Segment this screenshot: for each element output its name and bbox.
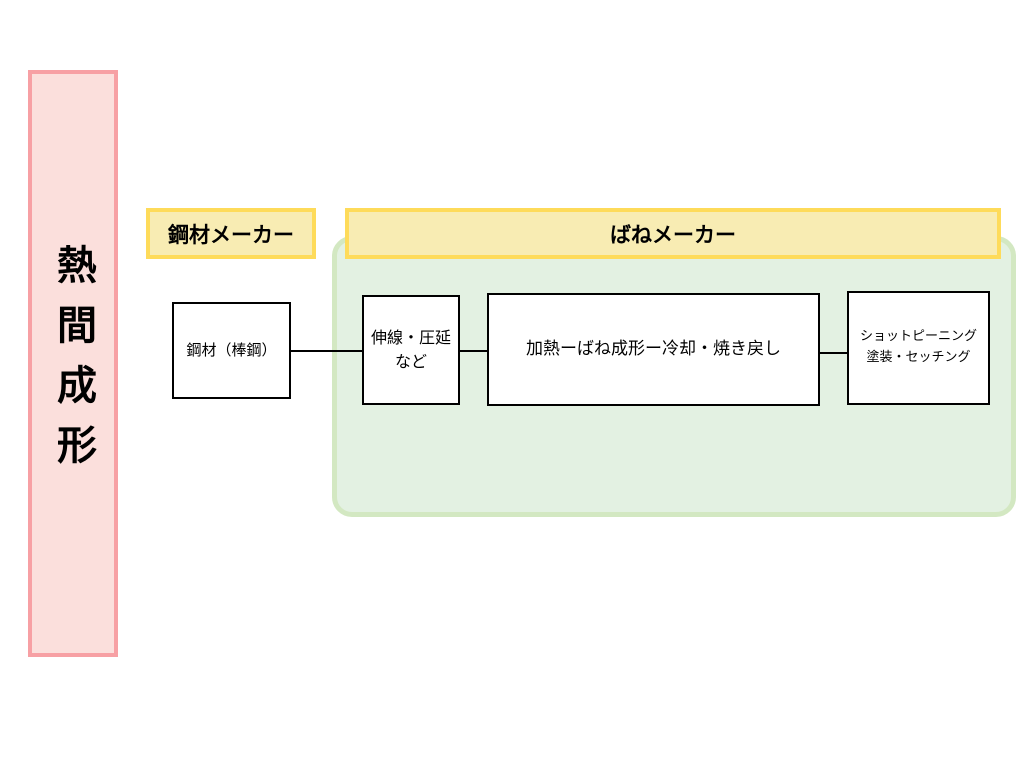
drawing-rolling-label: 伸線・圧延 <box>370 328 451 347</box>
process-category-text: 熱間成形 <box>50 243 96 484</box>
steel-material-label: 鋼材（棒鋼） <box>186 341 277 360</box>
spring-maker-header-text: ばねメーカー <box>610 222 736 247</box>
drawing-rolling-sublabel: など <box>394 352 427 371</box>
connector-steel-to-drawing <box>291 350 362 352</box>
steel-material-box: 鋼材（棒鋼） <box>172 302 291 399</box>
heating-forming-label: 加熱ーばね成形ー冷却・焼き戻し <box>526 338 781 359</box>
process-category-label: 熱間成形 <box>28 70 118 657</box>
spring-maker-header: ばねメーカー <box>345 208 1001 259</box>
drawing-rolling-box: 伸線・圧延 など <box>362 295 460 405</box>
steel-maker-header-text: 鋼材メーカー <box>168 222 294 247</box>
heating-forming-box: 加熱ーばね成形ー冷却・焼き戻し <box>487 293 820 406</box>
connector-heating-to-finishing <box>820 352 847 354</box>
steel-maker-header: 鋼材メーカー <box>146 208 316 259</box>
connector-drawing-to-heating <box>460 350 487 352</box>
shot-peening-label: ショットピーニング <box>859 329 977 345</box>
coating-setting-label: 塗装・セッチング <box>866 350 971 365</box>
finishing-box: ショットピーニング 塗装・セッチング <box>847 291 990 405</box>
